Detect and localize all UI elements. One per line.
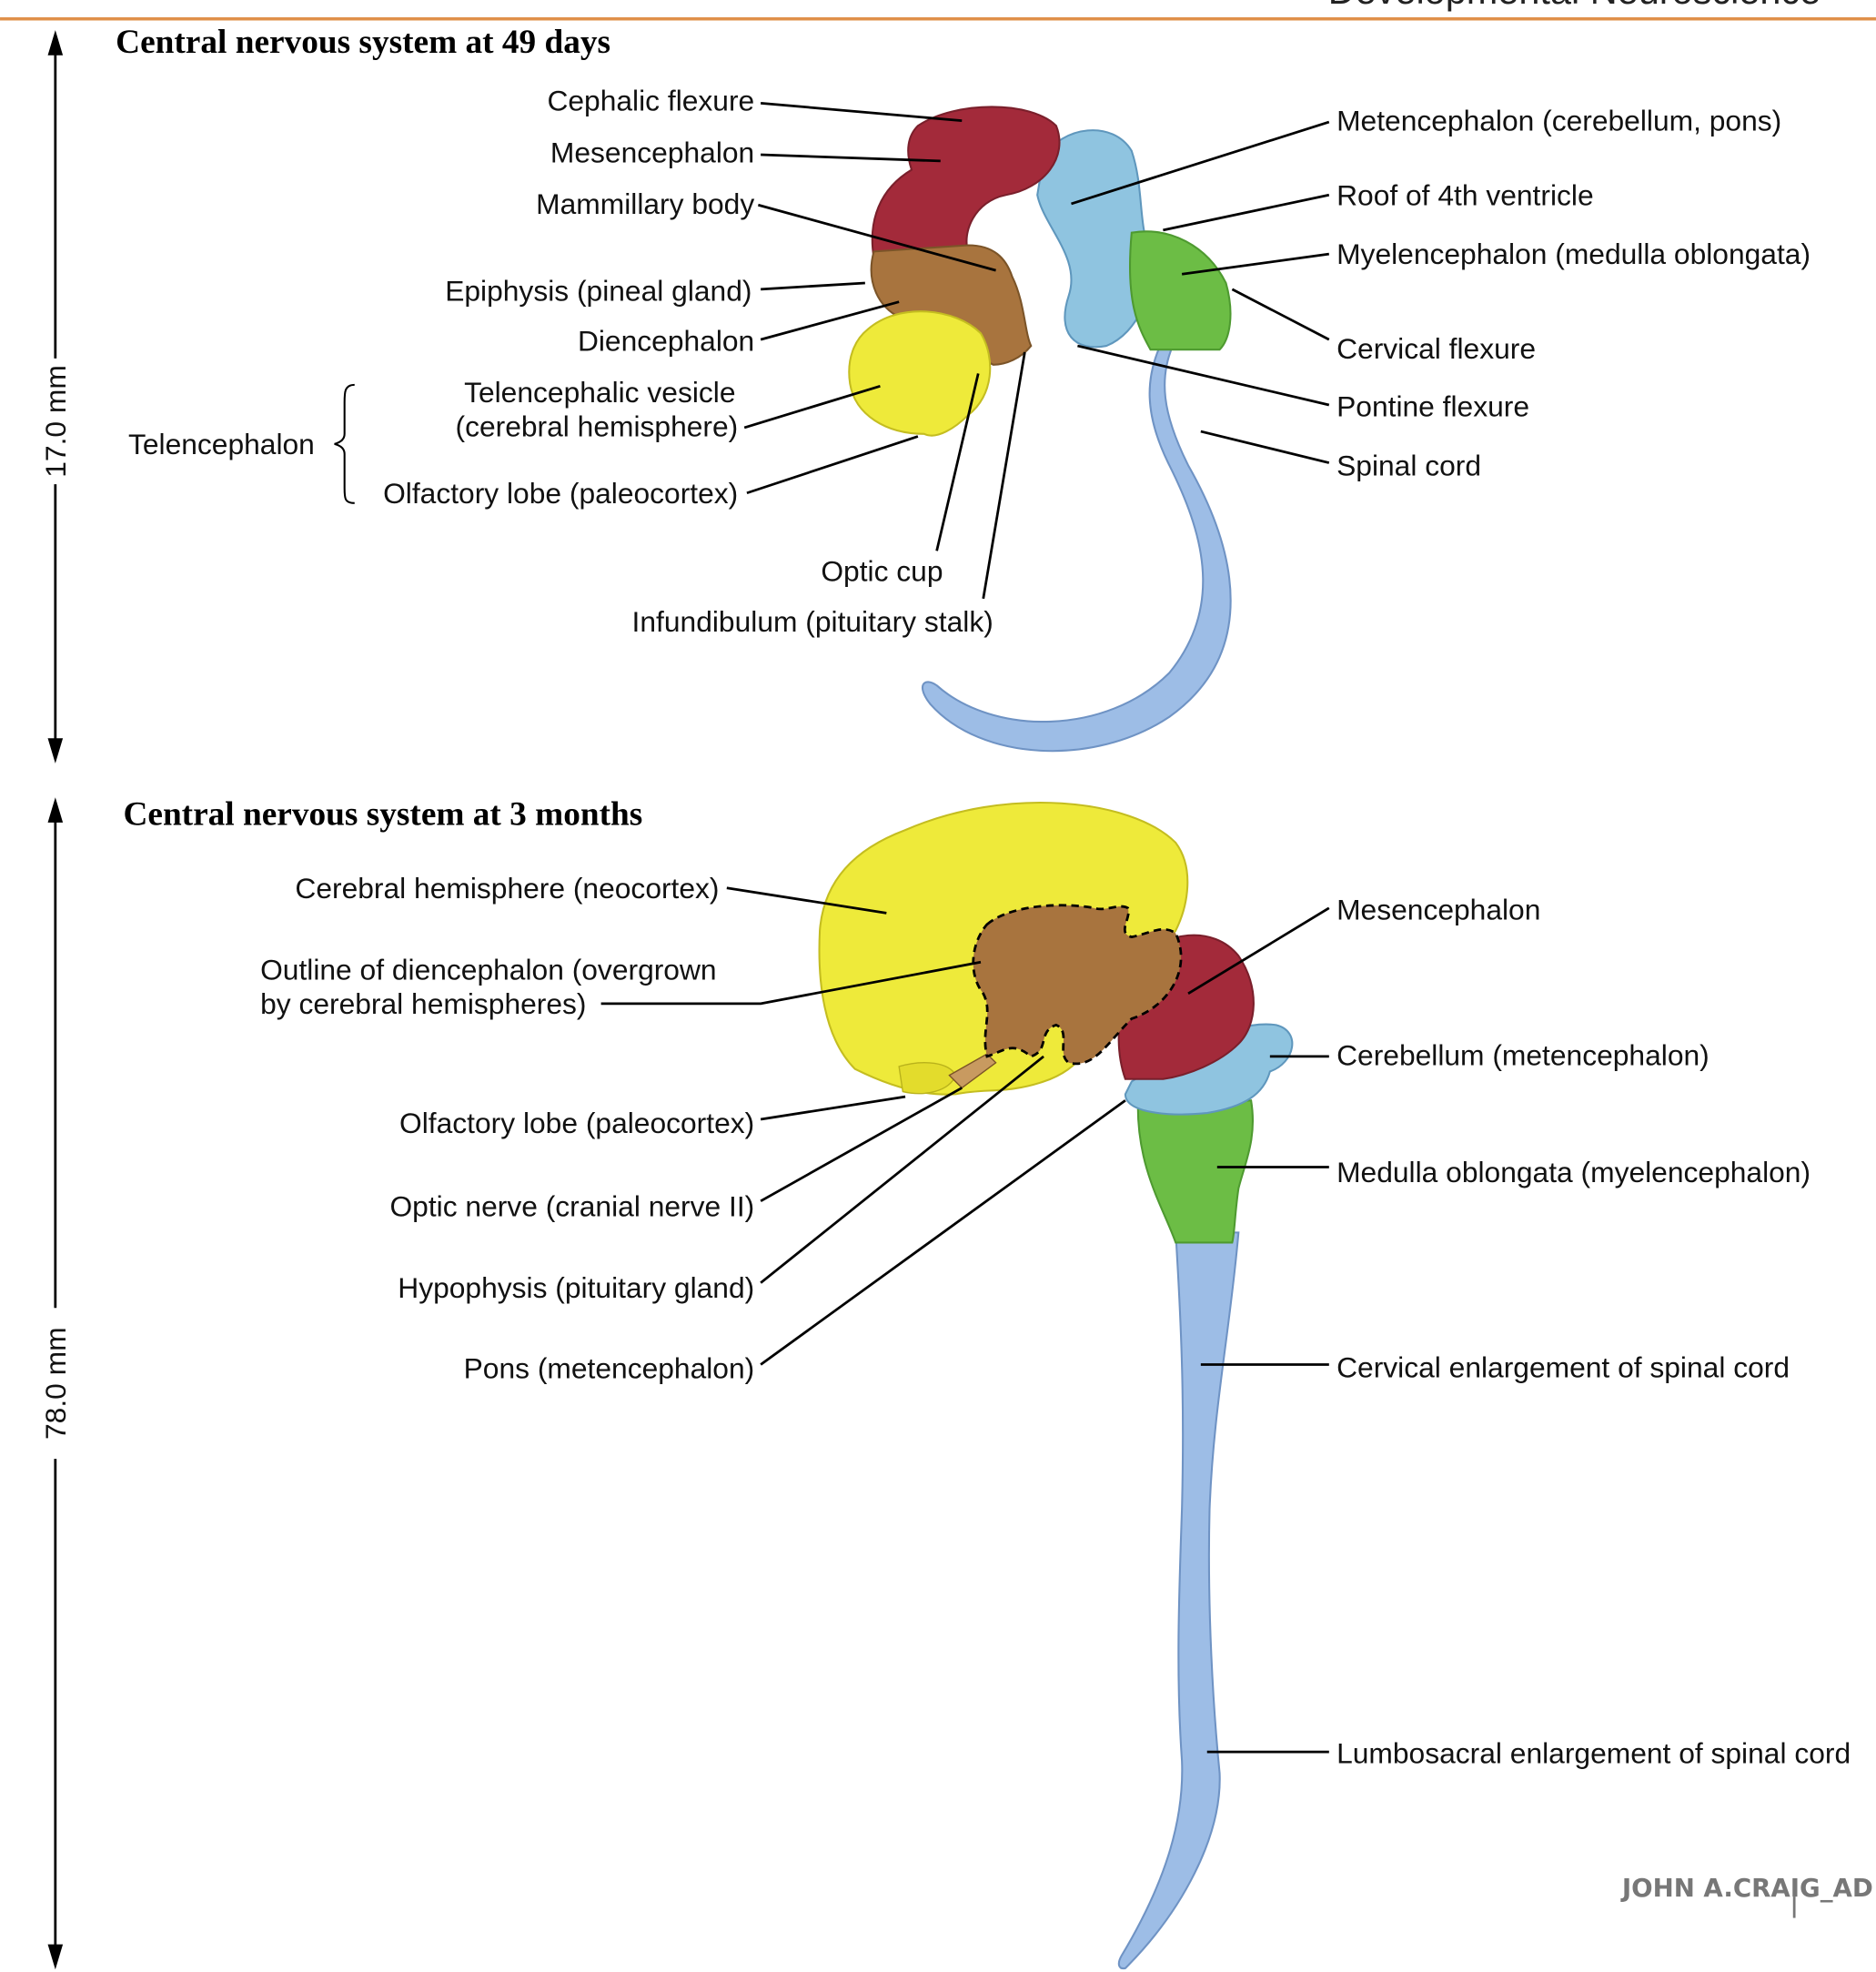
scale-label-top: 17.0 mm	[39, 365, 72, 478]
label-cephalic-flexure: Cephalic flexure	[547, 85, 754, 117]
label-cervical-flexure: Cervical flexure	[1336, 332, 1536, 365]
top-leader-lines	[334, 101, 1330, 600]
spinal-cord-49d	[921, 339, 1232, 753]
svg-text:JOHN A.CRAIG_AD: JOHN A.CRAIG_AD	[1620, 1873, 1873, 1903]
scale-bar-bottom: 78.0 mm	[39, 797, 72, 1970]
label-lumbosacral-enlargement: Lumbosacral enlargement of spinal cord	[1336, 1737, 1851, 1770]
label-diencephalon: Diencephalon	[578, 325, 754, 358]
label-cerebellum: Cerebellum (metencephalon)	[1336, 1039, 1710, 1072]
label-spinal-cord: Spinal cord	[1336, 449, 1481, 481]
label-mesencephalon: Mesencephalon	[550, 136, 754, 168]
bottom-labels: Cerebral hemisphere (neocortex) Outline …	[260, 872, 1851, 1770]
arrow-up-icon	[47, 30, 64, 56]
label-mammillary-body: Mammillary body	[536, 187, 754, 220]
arrow-down-icon	[47, 738, 64, 764]
label-olfactory-lobe: Olfactory lobe (paleocortex)	[383, 477, 738, 510]
spinal-cord-3m	[1117, 1231, 1240, 1970]
medulla-3m	[1136, 1099, 1255, 1244]
label-telencephalic-vesicle: Telencephalic vesicle	[464, 376, 735, 409]
diencephalon-outline-3m	[972, 904, 1183, 1066]
label-infundibulum: Infundibulum (pituitary stalk)	[632, 605, 993, 638]
label-roof-4th-ventricle: Roof of 4th ventricle	[1336, 178, 1594, 211]
cns-49-days-illustration	[848, 106, 1232, 753]
label-medulla: Medulla oblongata (myelencephalon)	[1336, 1156, 1810, 1188]
telencephalic-vesicle-49d	[848, 310, 992, 437]
optic-nerve-3m	[948, 1053, 997, 1089]
cns-3-months-illustration	[818, 802, 1294, 1970]
arrow-up-icon	[47, 797, 64, 823]
scale-bar-top: 17.0 mm	[39, 30, 72, 764]
label-myelencephalon: Myelencephalon (medulla oblongata)	[1336, 238, 1810, 270]
scale-label-bottom: 78.0 mm	[39, 1327, 72, 1440]
mesencephalon-49d	[871, 106, 1061, 259]
running-title: Developmental Neuroscience	[1328, 0, 1821, 12]
label-optic-nerve: Optic nerve (cranial nerve II)	[389, 1189, 754, 1222]
label-optic-cup: Optic cup	[821, 554, 943, 587]
label-epiphysis: Epiphysis (pineal gland)	[445, 274, 751, 307]
myelencephalon-49d	[1128, 230, 1232, 351]
label-telencephalon: Telencephalon	[128, 428, 315, 460]
top-labels: Cephalic flexure Mesencephalon Mammillar…	[128, 85, 1810, 638]
arrow-down-icon	[47, 1944, 64, 1970]
label-metencephalon: Metencephalon (cerebellum, pons)	[1336, 105, 1781, 137]
label-olfactory-lobe: Olfactory lobe (paleocortex)	[399, 1107, 754, 1139]
label-outline-diencephalon: Outline of diencephalon (overgrown	[260, 954, 717, 986]
label-outline-diencephalon-2: by cerebral hemispheres)	[260, 987, 586, 1020]
label-cerebral-hemisphere: Cerebral hemisphere (neocortex)	[295, 872, 719, 905]
label-cervical-enlargement: Cervical enlargement of spinal cord	[1336, 1350, 1790, 1383]
label-pons: Pons (metencephalon)	[464, 1352, 755, 1385]
label-cerebral-hemisphere: (cerebral hemisphere)	[456, 410, 739, 443]
artist-signature: JOHN A.CRAIG_AD	[1620, 1873, 1873, 1918]
top-title: Central nervous system at 49 days	[116, 24, 610, 61]
bottom-title: Central nervous system at 3 months	[123, 796, 642, 834]
label-hypophysis: Hypophysis (pituitary gland)	[398, 1271, 754, 1304]
label-mesencephalon: Mesencephalon	[1336, 893, 1540, 925]
label-pontine-flexure: Pontine flexure	[1336, 389, 1529, 422]
bottom-leader-lines	[600, 886, 1330, 1754]
telencephalon-brace	[334, 383, 355, 504]
diencephalon-49d	[870, 244, 1033, 366]
